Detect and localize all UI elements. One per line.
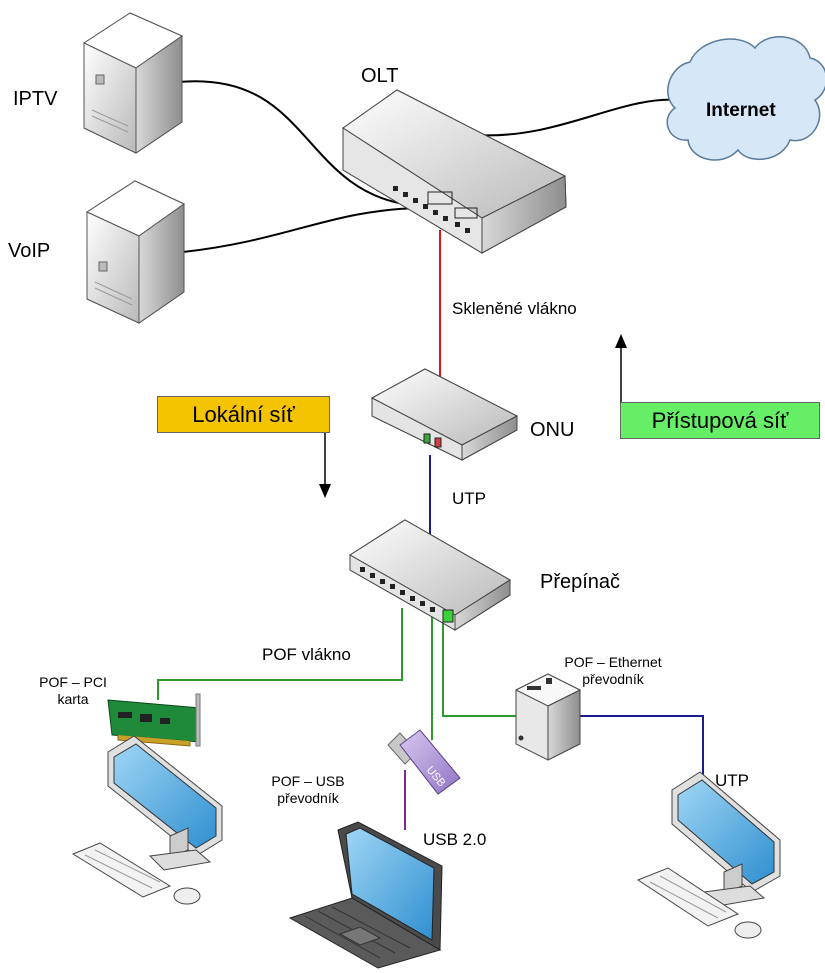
laptop-icon [288,821,443,969]
usb-converter-label-line2: převodník [277,790,339,806]
fiber-link-label: Skleněné vlákno [452,299,577,318]
local-zone-arrow [319,432,331,498]
pci-card-icon [107,693,201,747]
pof-eth-line [442,615,516,717]
voip-server-icon [85,180,185,324]
pci-card-label-line2: karta [57,691,89,707]
local-network-zone-label: Lokální síť [157,396,330,433]
cables [157,80,704,830]
ethernet-converter-label-line2: převodník [582,671,644,687]
internet-cable [474,98,681,137]
pci-card-label-line1: POF – PCI [39,674,107,690]
usb-link-label: USB 2.0 [423,830,487,849]
iptv-label: IPTV [13,88,58,110]
switch-device-icon [349,519,511,631]
voip-label: VoIP [8,240,51,262]
usb-converter-label: POF – USB převodník [258,773,358,807]
utp-eth-pc-line [578,715,704,790]
pof-pci-line [157,608,403,700]
olt-label: OLT [361,65,399,87]
access-zone-arrow [615,334,627,402]
onu-device-icon [370,368,519,461]
iptv-cable [177,80,411,206]
usb-converter-label-line1: POF – USB [271,773,345,789]
utp-right-link-label: UTP [715,771,749,790]
ethernet-converter-label-line1: POF – Ethernet [564,654,662,670]
pci-card-label: POF – PCI karta [27,674,119,708]
voip-cable [182,207,421,253]
right-computer-icon [636,771,781,939]
iptv-server-icon [82,12,184,154]
ethernet-converter-icon [514,673,582,761]
internet-cloud-icon [666,36,825,161]
olt-device-icon [342,89,567,254]
utp-link-label: UTP [452,489,486,508]
switch-label: Přepínač [540,571,621,593]
ethernet-converter-label: POF – Ethernet převodník [548,654,678,688]
usb-stick-icon: USB [387,729,461,795]
internet-label: Internet [706,100,776,121]
pof-link-label: POF vlákno [262,645,351,664]
onu-label: ONU [530,419,575,441]
access-network-zone-label: Přístupová síť [620,402,820,439]
left-computer-icon [71,735,223,905]
